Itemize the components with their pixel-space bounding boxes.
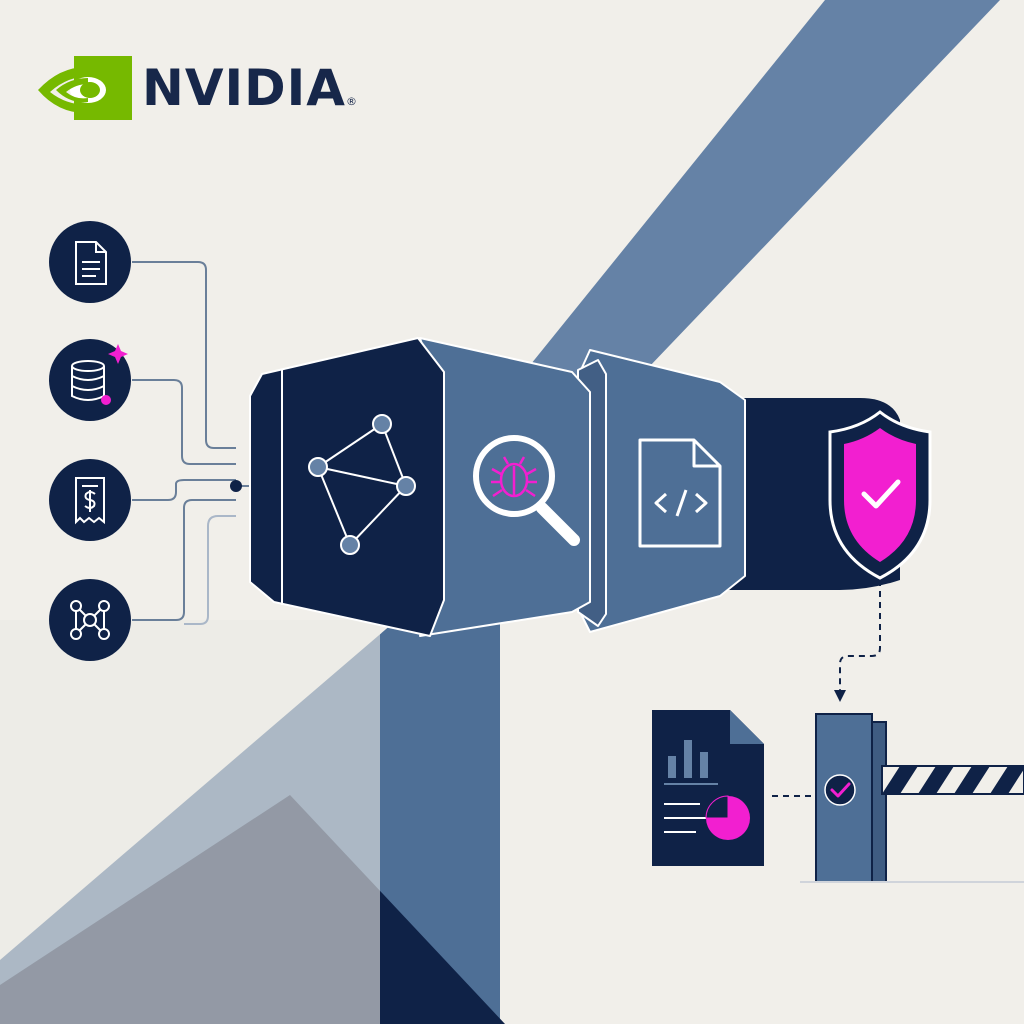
connector-line [132,499,236,621]
network-input-circle [49,579,131,661]
network-input [49,579,131,661]
registered-mark: ® [345,95,357,108]
sparkle-icon [108,344,128,364]
input-sources [49,221,131,661]
connector-line [132,261,236,449]
junction-node [230,480,242,492]
barrier-icon [881,765,1024,795]
connector-line [132,379,236,465]
connector-line [184,515,236,625]
lower-left-tint [0,620,380,1024]
magnifier-bug-icon [473,435,580,546]
gate-check-icon [815,713,887,883]
document-input [49,221,131,303]
shield-check-icon [828,410,932,580]
dash-line [839,580,881,690]
receipt-input [49,459,131,541]
network-molecule-icon [70,600,110,640]
arrow-head-icon [834,690,846,702]
input-connectors [132,261,265,625]
pipeline [249,337,900,637]
bug-icon [491,456,537,498]
flow-lines [765,491,881,797]
brand-name: NVIDIA [142,59,346,117]
graph-segment [249,337,445,637]
database-input [49,339,131,421]
document-icon [75,241,107,285]
nvidia-logo: NVIDIA ® [36,56,357,120]
connector-line [132,479,236,501]
graph-network-icon [308,414,416,555]
nvidia-eye-icon [38,56,132,120]
receipt-dollar-icon [75,477,105,525]
report-chart-icon [652,710,764,866]
code-file-icon [638,438,722,548]
accent-dot [101,395,111,405]
